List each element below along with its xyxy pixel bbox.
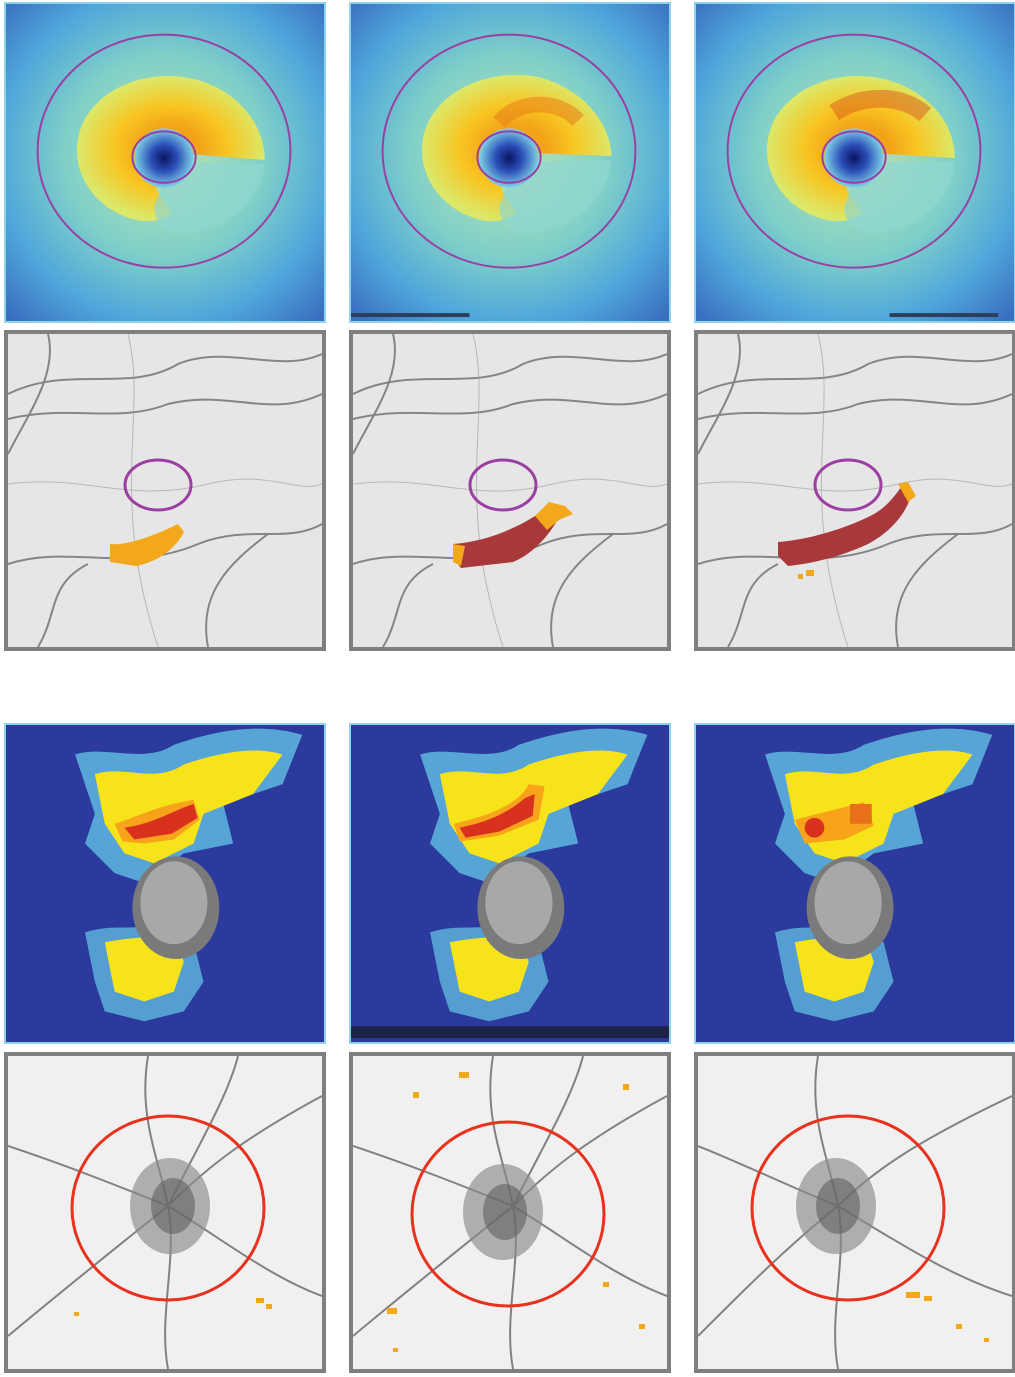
fovea-ring bbox=[123, 458, 193, 512]
fundus-graphic bbox=[698, 1056, 1012, 1369]
optic-disc-fundus-1 bbox=[4, 1052, 326, 1373]
macula-fundus-3 bbox=[694, 330, 1015, 651]
defect-region bbox=[453, 504, 563, 568]
macula-fundus-2 bbox=[349, 330, 671, 651]
fundus-graphic bbox=[353, 1056, 667, 1369]
outer-ring bbox=[381, 33, 637, 269]
optic-disc-heatmap-graphic bbox=[351, 725, 669, 1042]
scan-circle bbox=[70, 1114, 266, 1302]
optic-disc-heatmap-graphic bbox=[696, 725, 1014, 1042]
inner-ring bbox=[821, 130, 887, 184]
inner-ring bbox=[131, 130, 197, 184]
fundus-graphic bbox=[8, 334, 322, 647]
inner-ring bbox=[476, 130, 542, 184]
defect-region bbox=[110, 524, 184, 566]
optic-disc-heatmap-3 bbox=[694, 723, 1015, 1044]
optic-disc-heatmap-2 bbox=[349, 723, 671, 1044]
optic-disc-heatmap-graphic bbox=[6, 725, 324, 1042]
fovea-ring bbox=[813, 458, 883, 512]
defect-region bbox=[778, 486, 912, 566]
macula-heatmap-3 bbox=[694, 2, 1015, 323]
fundus-graphic bbox=[698, 334, 1012, 647]
macula-heatmap-graphic bbox=[6, 4, 324, 321]
retinal-vessels bbox=[698, 334, 1012, 647]
fovea-pit bbox=[134, 128, 194, 188]
macula-heatmap-1 bbox=[4, 2, 326, 323]
optic-disc-fundus-3 bbox=[694, 1052, 1015, 1373]
outer-ring bbox=[726, 33, 982, 269]
macula-fundus-1 bbox=[4, 330, 326, 651]
scan-circle bbox=[750, 1114, 946, 1302]
fovea-ring bbox=[468, 458, 538, 512]
fundus-graphic bbox=[353, 334, 667, 647]
retinal-vessels bbox=[8, 334, 322, 647]
macula-heatmap-2 bbox=[349, 2, 671, 323]
scan-circle bbox=[410, 1120, 606, 1308]
fovea-pit bbox=[479, 128, 539, 188]
macula-heatmap-graphic bbox=[351, 4, 669, 321]
outer-ring bbox=[36, 33, 292, 269]
fovea-pit bbox=[824, 128, 884, 188]
optic-disc-fundus-2 bbox=[349, 1052, 671, 1373]
macula-heatmap-graphic bbox=[696, 4, 1014, 321]
fundus-graphic bbox=[8, 1056, 322, 1369]
optic-disc-heatmap-1 bbox=[4, 723, 326, 1044]
